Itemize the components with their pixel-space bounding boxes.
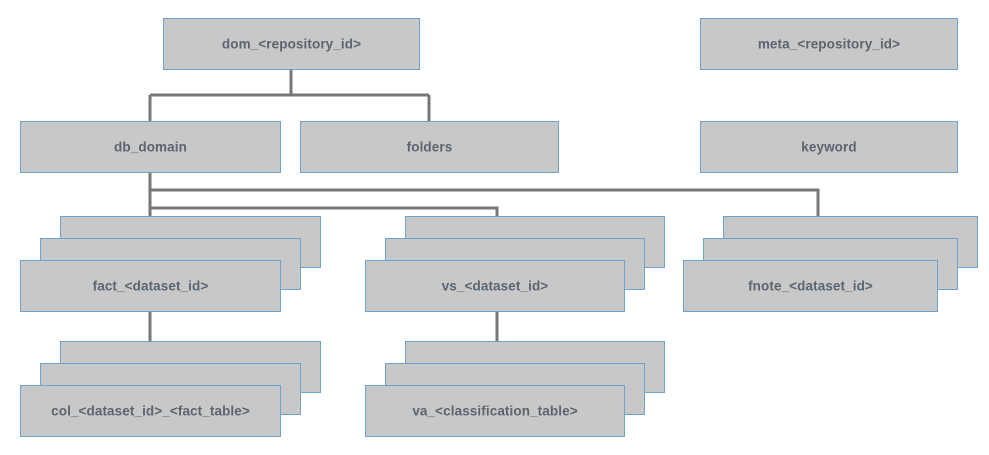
node-label: dom_<repository_id> [221, 36, 362, 52]
node-stack-col-dataset-id-fact-table[interactable]: col_<dataset_id>_<fact_table> [20, 341, 321, 437]
node-vs-dataset-id[interactable]: vs_<dataset_id> [365, 260, 625, 312]
node-label: va_<classification_table> [412, 403, 578, 419]
node-stack-fact-dataset-id[interactable]: fact_<dataset_id> [20, 216, 321, 312]
node-fnote-dataset-id[interactable]: fnote_<dataset_id> [683, 260, 938, 312]
edge-dom-to-children [148, 70, 431, 121]
node-folders[interactable]: folders [300, 121, 559, 173]
node-label: vs_<dataset_id> [441, 278, 549, 294]
node-fact-dataset-id[interactable]: fact_<dataset_id> [20, 260, 281, 312]
node-label: fact_<dataset_id> [92, 278, 209, 294]
node-label: col_<dataset_id>_<fact_table> [51, 403, 250, 419]
node-db-domain[interactable]: db_domain [20, 121, 281, 173]
node-keyword[interactable]: keyword [700, 121, 958, 173]
node-dom-repository-id[interactable]: dom_<repository_id> [163, 18, 420, 70]
node-label: db_domain [114, 139, 187, 155]
node-stack-vs-dataset-id[interactable]: vs_<dataset_id> [365, 216, 665, 312]
node-va-classification-table[interactable]: va_<classification_table> [365, 385, 625, 437]
node-col-dataset-id-fact-table[interactable]: col_<dataset_id>_<fact_table> [20, 385, 281, 437]
node-label: fnote_<dataset_id> [748, 278, 873, 294]
node-stack-va-classification-table[interactable]: va_<classification_table> [365, 341, 665, 437]
node-label: keyword [801, 139, 857, 155]
node-label: folders [406, 139, 453, 155]
node-label: meta_<repository_id> [757, 36, 901, 52]
node-meta-repository-id[interactable]: meta_<repository_id> [700, 18, 958, 70]
node-stack-fnote-dataset-id[interactable]: fnote_<dataset_id> [683, 216, 978, 312]
